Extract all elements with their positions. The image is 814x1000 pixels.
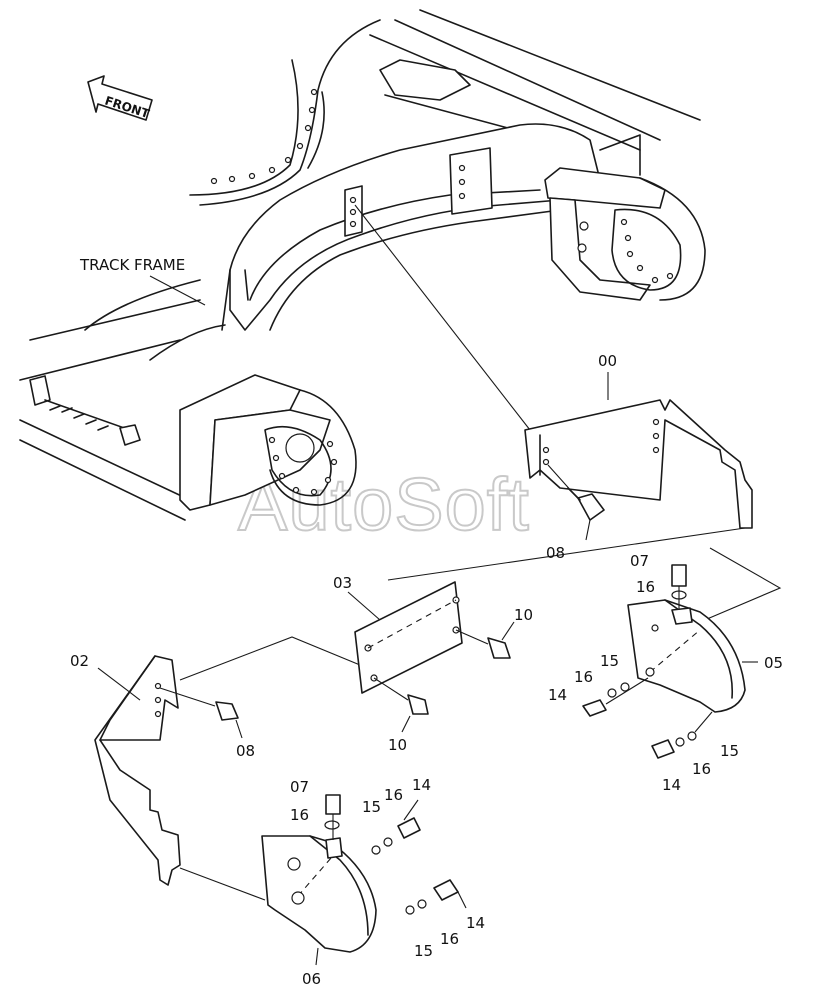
callout-15-d: 15 bbox=[414, 942, 433, 960]
callout-08-upper: 08 bbox=[546, 544, 565, 562]
front-arrow-icon: FRONT bbox=[87, 75, 153, 121]
hardware-right-upper bbox=[582, 677, 649, 717]
part-00-cover bbox=[524, 399, 753, 529]
callout-06: 06 bbox=[302, 970, 321, 988]
bolt-08-lower bbox=[159, 687, 239, 721]
callout-10-lower: 10 bbox=[388, 736, 407, 754]
callout-10-upper: 10 bbox=[514, 606, 533, 624]
callout-05: 05 bbox=[764, 654, 783, 672]
track-frame bbox=[19, 9, 706, 521]
callout-02: 02 bbox=[70, 652, 89, 670]
callout-15-a: 15 bbox=[600, 652, 619, 670]
hardware-lower-upper bbox=[371, 799, 421, 855]
callout-16-f: 16 bbox=[440, 930, 459, 948]
part-03-plate bbox=[354, 581, 463, 694]
part-05-cover bbox=[627, 599, 746, 713]
callout-16-c: 16 bbox=[692, 760, 711, 778]
hardware-right-lower bbox=[651, 711, 713, 759]
bolt-07-right bbox=[671, 564, 687, 610]
callout-14-a: 14 bbox=[548, 686, 567, 704]
callout-07-right: 07 bbox=[630, 552, 649, 570]
bolt-10-lower bbox=[373, 677, 429, 715]
bolt-08-upper bbox=[547, 464, 605, 521]
swing-circle bbox=[189, 19, 381, 206]
callout-14-b: 14 bbox=[662, 776, 681, 794]
callout-03: 03 bbox=[333, 574, 352, 592]
callout-08-lower: 08 bbox=[236, 742, 255, 760]
callout-00: 00 bbox=[598, 352, 617, 370]
callout-16-a: 16 bbox=[636, 578, 655, 596]
hardware-lower-lower bbox=[405, 879, 467, 915]
callout-16-d: 16 bbox=[290, 806, 309, 824]
callout-16-b: 16 bbox=[574, 668, 593, 686]
callout-14-c: 14 bbox=[412, 776, 431, 794]
callout-07-lower: 07 bbox=[290, 778, 309, 796]
bolt-10-upper bbox=[455, 629, 511, 659]
part-06-cover bbox=[261, 835, 377, 953]
callout-14-d: 14 bbox=[466, 914, 485, 932]
bolt-07-lower bbox=[324, 794, 341, 840]
part-02-cover bbox=[94, 655, 181, 886]
callout-15-b: 15 bbox=[720, 742, 739, 760]
callout-16-e: 16 bbox=[384, 786, 403, 804]
callout-15-c: 15 bbox=[362, 798, 381, 816]
track-frame-label: TRACK FRAME bbox=[79, 256, 185, 274]
